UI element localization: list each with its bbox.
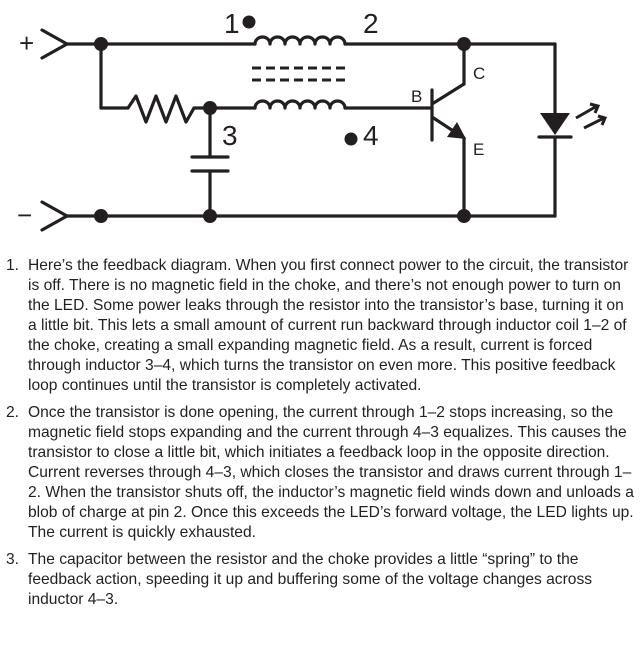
pin-4-dot <box>344 132 358 146</box>
step-text: Here’s the feedback diagram. When you fi… <box>28 257 629 394</box>
collector-label: C <box>473 64 485 83</box>
step-number: 3. <box>6 551 20 568</box>
led-diode-icon <box>540 113 570 135</box>
negative-terminal-label: − <box>17 200 32 230</box>
transistor-collector-leg <box>430 82 466 106</box>
base-label: B <box>411 87 422 106</box>
junction-dot-bottom-emitter <box>457 209 471 223</box>
emitter-label: E <box>473 140 484 159</box>
junction-dot-resistor-coil <box>203 101 217 115</box>
inductor-coil-3-4 <box>253 99 347 110</box>
step-number: 2. <box>6 404 20 421</box>
pin-1-dot <box>242 15 256 29</box>
inductor-coil-1-2 <box>253 35 347 46</box>
junction-dot-top-collector <box>457 37 471 51</box>
explanation-step-1: 1. Here’s the feedback diagram. When you… <box>6 256 636 396</box>
led-light-ray-lower <box>583 116 605 130</box>
led-light-ray-upper-arrowhead <box>589 102 601 114</box>
step-number: 1. <box>6 257 20 274</box>
junction-dot-bottom-left <box>94 209 108 223</box>
pin-2-label: 2 <box>363 8 379 39</box>
emitter-arrow-icon <box>447 122 466 139</box>
resistor <box>126 94 196 124</box>
explanation-list: 1. Here’s the feedback diagram. When you… <box>6 256 636 617</box>
negative-terminal-arrow <box>40 200 69 232</box>
junction-dot-top-left <box>94 37 108 51</box>
led-light-ray-upper <box>575 104 598 120</box>
pin-1-label: 1 <box>224 8 240 39</box>
step-text: The capacitor between the resistor and t… <box>28 551 593 608</box>
explanation-step-3: 3. The capacitor between the resistor an… <box>6 550 636 610</box>
junction-dot-bottom-capacitor <box>203 209 217 223</box>
pin-4-label: 4 <box>363 120 379 151</box>
explanation-step-2: 2. Once the transistor is done opening, … <box>6 403 636 543</box>
pin-3-label: 3 <box>222 120 238 151</box>
positive-terminal-label: + <box>19 28 34 58</box>
joule-thief-circuit-diagram: + 1 2 3 4 − B C E <box>17 8 608 232</box>
step-text: Once the transistor is done opening, the… <box>28 404 634 541</box>
positive-terminal-arrow <box>40 28 69 60</box>
led-light-ray-lower-arrowhead <box>597 114 608 126</box>
